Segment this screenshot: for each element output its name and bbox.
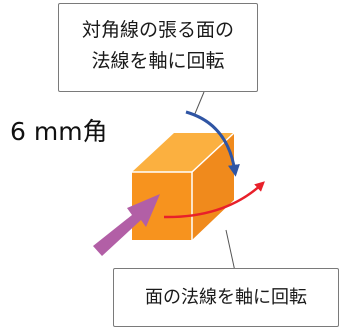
cube	[132, 132, 235, 240]
red-rotation-arrow	[163, 181, 265, 219]
blue-rotation-arrow	[185, 110, 240, 177]
purple-arrow-icon	[93, 194, 160, 256]
top-rotation-callout: 対角線の張る面の 法線を軸に回転	[58, 3, 258, 92]
bottom-rotation-callout: 面の法線を軸に回転	[113, 268, 339, 327]
top-callout-leader	[193, 91, 205, 117]
top-callout-line2: 法線を軸に回転	[91, 50, 225, 72]
top-callout-line1: 対角線の張る面の	[81, 19, 234, 41]
bottom-callout-text: 面の法線を軸に回転	[145, 287, 307, 308]
cube-size-label: 6 mm角	[10, 117, 108, 146]
cube-top-face	[132, 133, 234, 172]
incident-arrow	[93, 194, 160, 256]
